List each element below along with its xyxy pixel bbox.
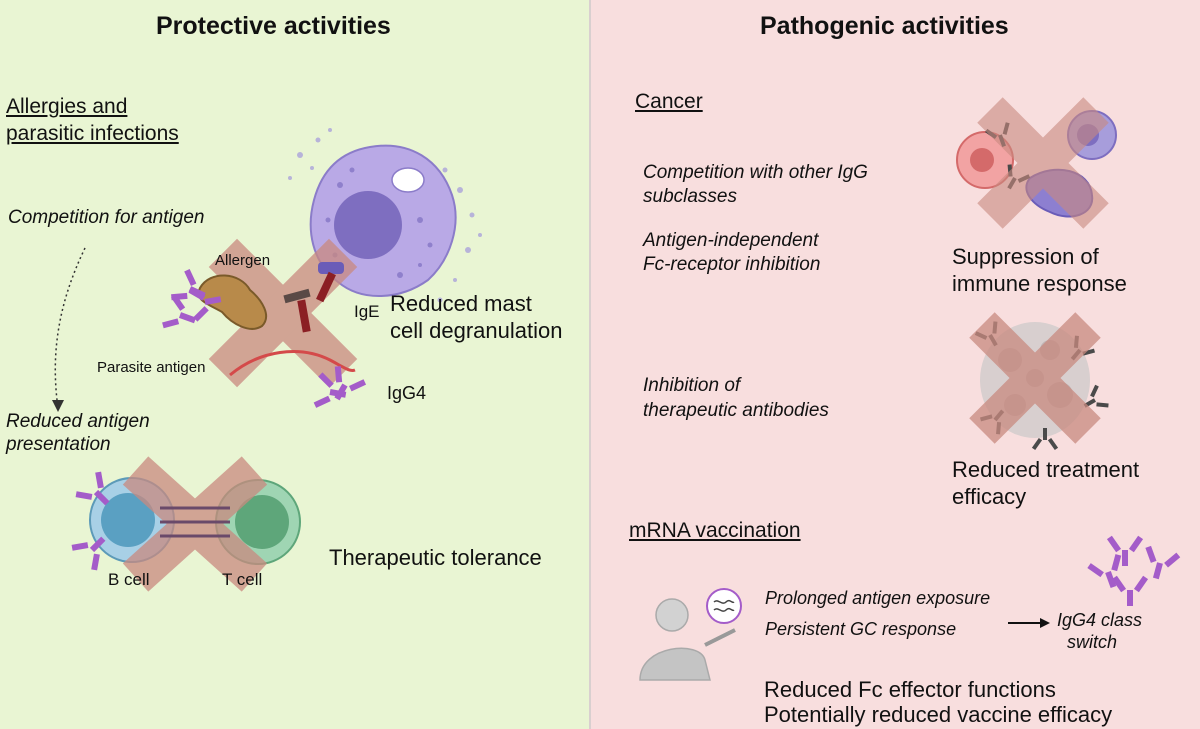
ige-antibody-icon — [283, 262, 344, 333]
person-vaccination-icon — [639, 598, 736, 681]
mrna-title: mRNA vaccination — [629, 519, 801, 542]
x-mark-icon — [977, 97, 1109, 229]
competition-text: Competition for antigen — [8, 207, 205, 228]
inhibition-line2: therapeutic antibodies — [643, 400, 829, 421]
pathogenic-heading: Pathogenic activities — [760, 12, 1009, 40]
class-switch-line2: switch — [1067, 632, 1118, 652]
arrow-icon — [1008, 618, 1050, 628]
reduced-presentation-line1: Reduced antigen — [6, 411, 150, 432]
competition-line2: subclasses — [643, 186, 737, 207]
x-mark-icon — [969, 312, 1101, 444]
mast-text-line1: Reduced mast — [390, 291, 532, 316]
fc-effector-text: Reduced Fc effector functions — [764, 677, 1056, 702]
prolonged-text: Prolonged antigen exposure — [765, 588, 991, 608]
reduced-presentation-line2: presentation — [6, 434, 111, 455]
inhibition-line1: Inhibition of — [643, 375, 741, 396]
bcell-label: B cell — [108, 570, 150, 589]
parasite-antigen-icon — [229, 350, 356, 377]
protective-panel — [0, 0, 590, 729]
protective-heading: Protective activities — [156, 12, 391, 40]
x-mark-icon — [208, 238, 358, 388]
tolerance-text: Therapeutic tolerance — [329, 545, 542, 570]
tcell-label: T cell — [222, 570, 263, 589]
cancer-title: Cancer — [635, 90, 703, 113]
suppression-line2: immune response — [952, 271, 1127, 296]
vaccine-efficacy-text: Potentially reduced vaccine efficacy — [764, 702, 1113, 727]
igg4-label: IgG4 — [387, 383, 427, 403]
antigen-independent-line1: Antigen-independent — [643, 230, 819, 251]
persistent-text: Persistent GC response — [765, 619, 957, 639]
synapse-icon — [160, 506, 230, 538]
igg4-antibody-icon — [1086, 535, 1182, 606]
parasite-label: Parasite antigen — [97, 359, 206, 376]
x-mark-icon — [122, 456, 268, 592]
mrna-icon — [706, 588, 742, 624]
mast-text-line2: cell degranulation — [390, 318, 563, 343]
competition-line1: Competition with other IgG — [643, 162, 868, 183]
treatment-line2: efficacy — [952, 484, 1027, 509]
antigen-independent-line2: Fc-receptor inhibition — [643, 254, 821, 275]
arrow-icon — [54, 247, 86, 409]
treatment-line1: Reduced treatment — [952, 457, 1140, 482]
allergy-title-line1: Allergies and — [6, 95, 128, 118]
allergy-title-line2: parasitic infections — [6, 122, 179, 145]
class-switch-line1: IgG4 class — [1057, 610, 1143, 630]
panel-divider — [589, 0, 591, 729]
peanut-allergen-icon — [197, 274, 268, 330]
suppression-line1: Suppression of — [952, 244, 1099, 269]
allergen-label: Allergen — [215, 252, 271, 269]
ige-label: IgE — [354, 302, 380, 321]
